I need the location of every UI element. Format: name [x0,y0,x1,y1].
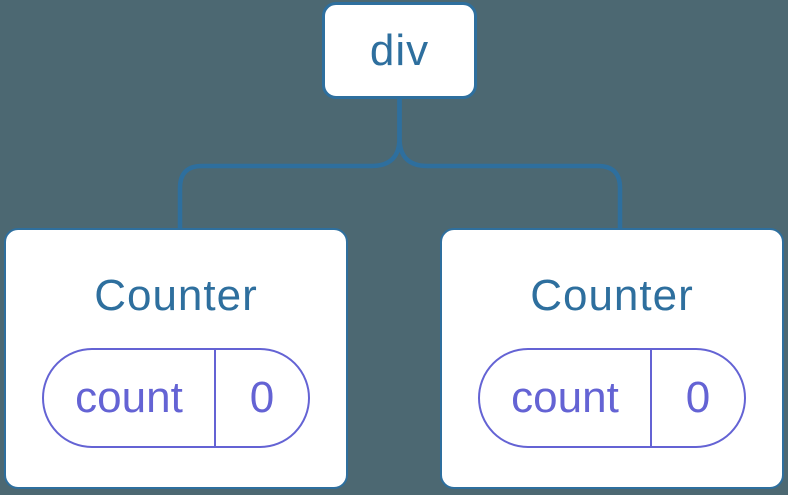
counter-node-right: Counter count 0 [440,228,784,489]
counter-title: Counter [530,271,694,320]
connector-right-branch [397,99,623,229]
state-key-label: count [75,373,183,423]
state-value-section: 0 [650,350,744,447]
state-value-label: 0 [685,373,711,423]
state-value-section: 0 [214,350,308,447]
state-key-label: count [511,373,619,423]
state-pill: count 0 [42,348,310,449]
connector-left-branch [177,99,402,229]
counter-title: Counter [94,271,258,320]
state-key-section: count [480,350,650,446]
state-value-label: 0 [249,373,275,423]
root-node-div: div [322,2,477,99]
state-key-section: count [44,350,214,446]
state-pill: count 0 [478,348,746,449]
root-node-label: div [369,25,430,75]
counter-node-left: Counter count 0 [4,228,348,489]
